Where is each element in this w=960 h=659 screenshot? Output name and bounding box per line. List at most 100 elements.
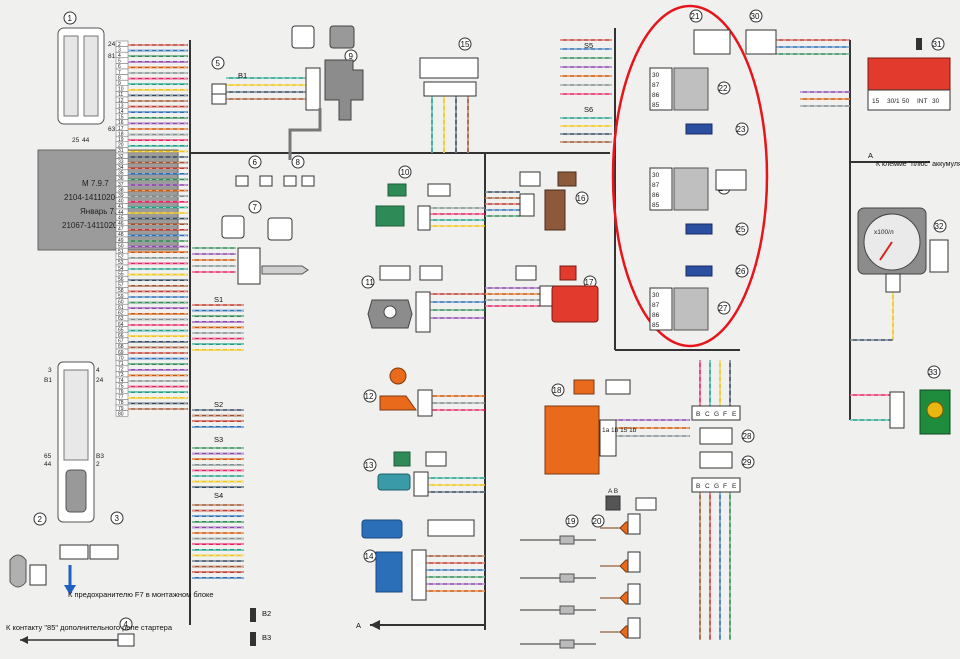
ecu-pin-number: 56 [118, 277, 124, 283]
ecu-pin-number: 73 [118, 372, 124, 378]
arrow-label: A [356, 621, 361, 630]
component-number: 32 [935, 222, 944, 231]
splice-label: S5 [584, 41, 593, 50]
ecu-pin-number: 60 [118, 299, 124, 305]
relay [673, 167, 709, 211]
ecu-pin-number: 76 [118, 389, 124, 395]
component-number: 5 [216, 59, 221, 68]
pin-label: B3 [96, 453, 104, 460]
splice-label: S4 [214, 491, 223, 500]
throttle-position-sensor: 11 [361, 265, 443, 333]
arrow-label: A [868, 151, 873, 160]
component-number: 33 [929, 368, 938, 377]
pin-label: 24 [108, 41, 116, 48]
ecu-pin-number: 3 [118, 47, 121, 53]
relay-pin-label: 87 [652, 302, 660, 309]
component-number: 26 [737, 267, 746, 276]
ecu-pin-number: 59 [118, 294, 124, 300]
component-number: 16 [577, 194, 586, 203]
ecu-label-3: Январь 7.2 [80, 207, 121, 216]
pin-label: B1 [44, 377, 52, 384]
ecu-pin-number: 37 [118, 182, 124, 188]
ecu-pin-number: 77 [118, 395, 124, 401]
ecu-pin-number: 51 [118, 249, 124, 255]
ecu-pin-number: 32 [118, 154, 124, 160]
ignition-pin-label: 30 [932, 98, 940, 105]
ecu-pin-number: 54 [118, 266, 124, 272]
pin-label: 81 [108, 53, 116, 60]
spark-plug [559, 639, 575, 649]
ecu-pin-number: 40 [118, 199, 124, 205]
harness-bus [189, 28, 930, 630]
splice-label: B1 [238, 71, 247, 80]
component-number: 22 [719, 84, 728, 93]
ecu-pin-number: 44 [118, 210, 124, 216]
crank-position-sensor: 2 К предохранителю F7 в монтажном блоке … [9, 511, 214, 599]
relay-pin-block [649, 167, 673, 211]
component-number: 23 [737, 125, 746, 134]
ecu-pin-number: 10 [118, 87, 124, 93]
relay-block: 308786852230878685243087868527232526 [649, 67, 749, 331]
ecu-pin-number: 47 [118, 227, 124, 233]
injector [600, 591, 633, 605]
component-number: 11 [366, 278, 375, 287]
tach-label: x100/л [874, 229, 894, 236]
ecu-pin-number: 9 [118, 81, 121, 87]
ecu-pin-number: 80 [118, 411, 124, 417]
arrow-a: A [356, 620, 485, 630]
ecu-connector-bottom: 3 4 B1 24 65 B3 44 2 [44, 361, 104, 523]
plug-letter: E [732, 411, 737, 418]
plug-letter: B [696, 483, 700, 490]
component-number: 25 [737, 225, 746, 234]
speed-sensor: 13 [363, 451, 447, 497]
highlight-ellipse [611, 4, 769, 348]
ignition-coil: 18 1a 1b 15 1b [544, 379, 637, 475]
injector [600, 559, 633, 573]
component-number: 6 [253, 158, 258, 167]
plug-letter: G [714, 483, 719, 490]
relay-pin-block [649, 287, 673, 331]
plug-letter: F [723, 483, 727, 490]
ecu-pin-number: 49 [118, 238, 124, 244]
ecu-pin-number: 5 [118, 59, 121, 65]
component-number: 20 [593, 517, 602, 526]
relay-pin-label: 85 [652, 102, 660, 109]
ecu-pin-number: 53 [118, 260, 124, 266]
component-number: 13 [365, 461, 374, 470]
relay-pin-label: 85 [652, 322, 660, 329]
ignition-pin-label: 30/1 [887, 98, 900, 105]
spark-plugs-injectors: 19 20 A B [520, 488, 657, 649]
relay-pin-label: 86 [652, 92, 660, 99]
diagnostic-connector: 15 [419, 37, 479, 97]
component-number: 17 [585, 278, 594, 287]
wire-bundles [128, 39, 894, 640]
pin-label: 4 [96, 367, 100, 374]
injector-plug [627, 583, 641, 605]
ecu-pin-number: 46 [118, 221, 124, 227]
ecu-pin-number: 74 [118, 378, 124, 384]
relay [673, 287, 709, 331]
ecu-label-1: M 7.9.7 [82, 179, 109, 188]
ecu-pin-number: 15 [118, 115, 124, 121]
component-circle [717, 81, 731, 95]
relay-note: К контакту "85" дополнительного реле ста… [6, 623, 173, 632]
fuse-note: К предохранителю F7 в монтажном блоке [68, 590, 214, 599]
relay [673, 67, 709, 111]
relay-aux-block [715, 169, 747, 191]
component-number: 10 [401, 168, 410, 177]
component-number: 8 [296, 158, 301, 167]
injectors [520, 513, 641, 649]
component-33: 33 [889, 365, 951, 435]
knock-sensor: 12 [363, 367, 433, 417]
splice-label: B2 [262, 609, 271, 618]
component-number: 19 [567, 517, 576, 526]
pin-label: 44 [44, 461, 52, 468]
plug-letter: B [696, 411, 700, 418]
component-number: 21 [691, 12, 700, 21]
component-number: 27 [719, 304, 728, 313]
ignition-module: 17 [515, 265, 599, 323]
spark-plug [559, 573, 575, 583]
